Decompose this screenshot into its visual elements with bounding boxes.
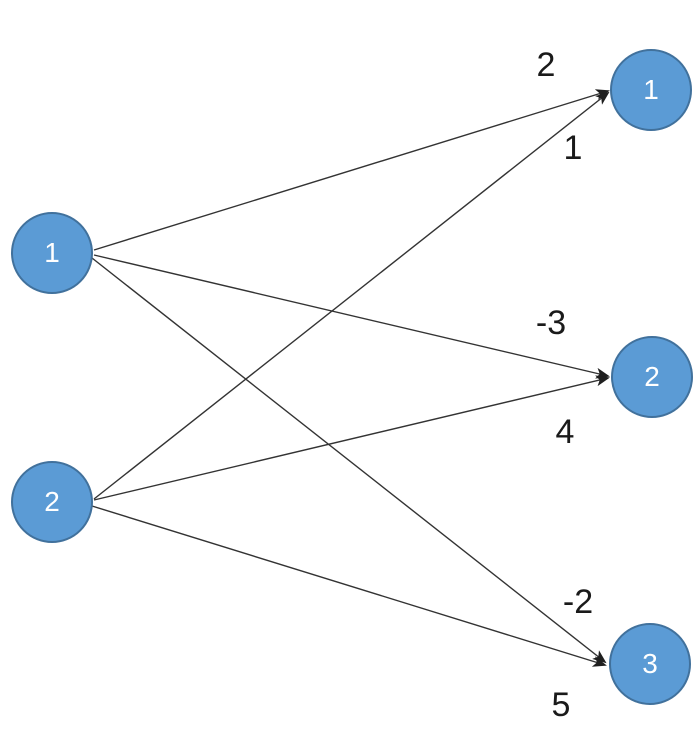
weight-label-input2-output3: 5 bbox=[551, 686, 571, 724]
input-node-2-label: 2 bbox=[44, 486, 60, 517]
output-node-1[interactable]: 1 bbox=[610, 49, 692, 131]
weight-label-input2-output2: 4 bbox=[555, 413, 575, 451]
edge-input2-output1 bbox=[93, 91, 610, 500]
output-node-3[interactable]: 3 bbox=[609, 623, 691, 705]
weight-label-input2-output1: 1 bbox=[563, 129, 583, 167]
output-node-2-label: 2 bbox=[644, 361, 660, 392]
input-node-1[interactable]: 1 bbox=[11, 212, 93, 294]
edge-input2-output2 bbox=[93, 375, 610, 501]
input-node-2[interactable]: 2 bbox=[11, 461, 93, 543]
weight-label-input1-output2: -3 bbox=[535, 304, 567, 342]
output-node-2[interactable]: 2 bbox=[611, 336, 693, 418]
edge-input1-output3 bbox=[91, 257, 607, 664]
edge-input2-output3 bbox=[91, 505, 607, 667]
edge-input1-output2 bbox=[93, 254, 610, 379]
input-node-1-label: 1 bbox=[44, 237, 60, 268]
output-node-3-label: 3 bbox=[642, 648, 658, 679]
output-node-1-label: 1 bbox=[643, 74, 659, 105]
edge-input1-output1 bbox=[93, 89, 610, 251]
weight-label-input1-output1: 2 bbox=[536, 46, 556, 84]
weight-label-input1-output3: -2 bbox=[562, 583, 594, 621]
